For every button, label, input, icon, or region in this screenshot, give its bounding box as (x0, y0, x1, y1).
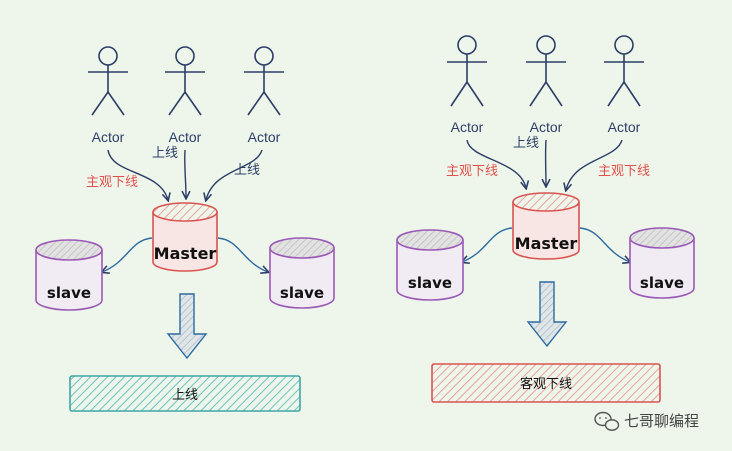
left-result-box (69, 375, 301, 412)
left-actor-3 (244, 46, 284, 116)
right-arrow-master-slave-right (579, 227, 630, 262)
right-arrow-actor1-master (466, 139, 526, 188)
left-slave-left-label: slave (47, 284, 91, 302)
right-arrow-actor3-master (566, 139, 623, 190)
wechat-icon (594, 411, 620, 431)
left-arrow-actor1-master (107, 149, 168, 200)
left-master-label: Master (154, 244, 217, 263)
left-master-db (152, 202, 218, 272)
left-arrow-master-slave-left (102, 237, 153, 272)
right-result-label: 客观下线 (520, 376, 572, 392)
right-actor-1 (447, 35, 487, 107)
right-slave-left-label: slave (408, 274, 452, 292)
right-master-label: Master (515, 234, 578, 253)
left-actor-3-label: Actor (248, 129, 281, 145)
right-actor-3-label: Actor (608, 119, 641, 135)
left-label-online-1: 上线 (152, 146, 178, 161)
right-slave-right-label: slave (640, 274, 684, 292)
left-slave-right-label: slave (280, 284, 324, 302)
right-arrow-master-slave-left (462, 227, 513, 262)
left-actor-2 (165, 46, 205, 116)
right-slave-left-db (396, 229, 464, 301)
left-arrow-master-slave-right (217, 237, 268, 272)
left-label-online-2: 上线 (234, 163, 260, 178)
left-actor-1-label: Actor (92, 129, 125, 145)
right-master-db (512, 192, 580, 260)
left-arrow-actor3-master (206, 149, 263, 200)
right-actor-2-label: Actor (530, 119, 563, 135)
right-label-subjective-offline-left: 主观下线 (446, 164, 498, 179)
right-actor-2 (526, 35, 566, 107)
left-slave-right-db (269, 237, 335, 309)
right-result-box (431, 363, 661, 403)
left-actor-2-label: Actor (169, 129, 202, 145)
left-label-subjective-offline: 主观下线 (86, 175, 138, 190)
right-label-online: 上线 (513, 136, 539, 151)
left-arrow-actor2-master (185, 149, 186, 198)
left-result-arrow (166, 293, 208, 360)
left-result-label: 上线 (172, 388, 198, 403)
left-actor-1 (88, 46, 128, 116)
left-slave-left-db (35, 239, 103, 311)
right-actor-1-label: Actor (451, 119, 484, 135)
right-result-arrow (526, 281, 568, 348)
right-actor-3 (604, 35, 644, 107)
right-label-subjective-offline-right: 主观下线 (598, 164, 650, 179)
right-slave-right-db (629, 227, 695, 299)
watermark-text: 七哥聊编程 (624, 412, 699, 430)
